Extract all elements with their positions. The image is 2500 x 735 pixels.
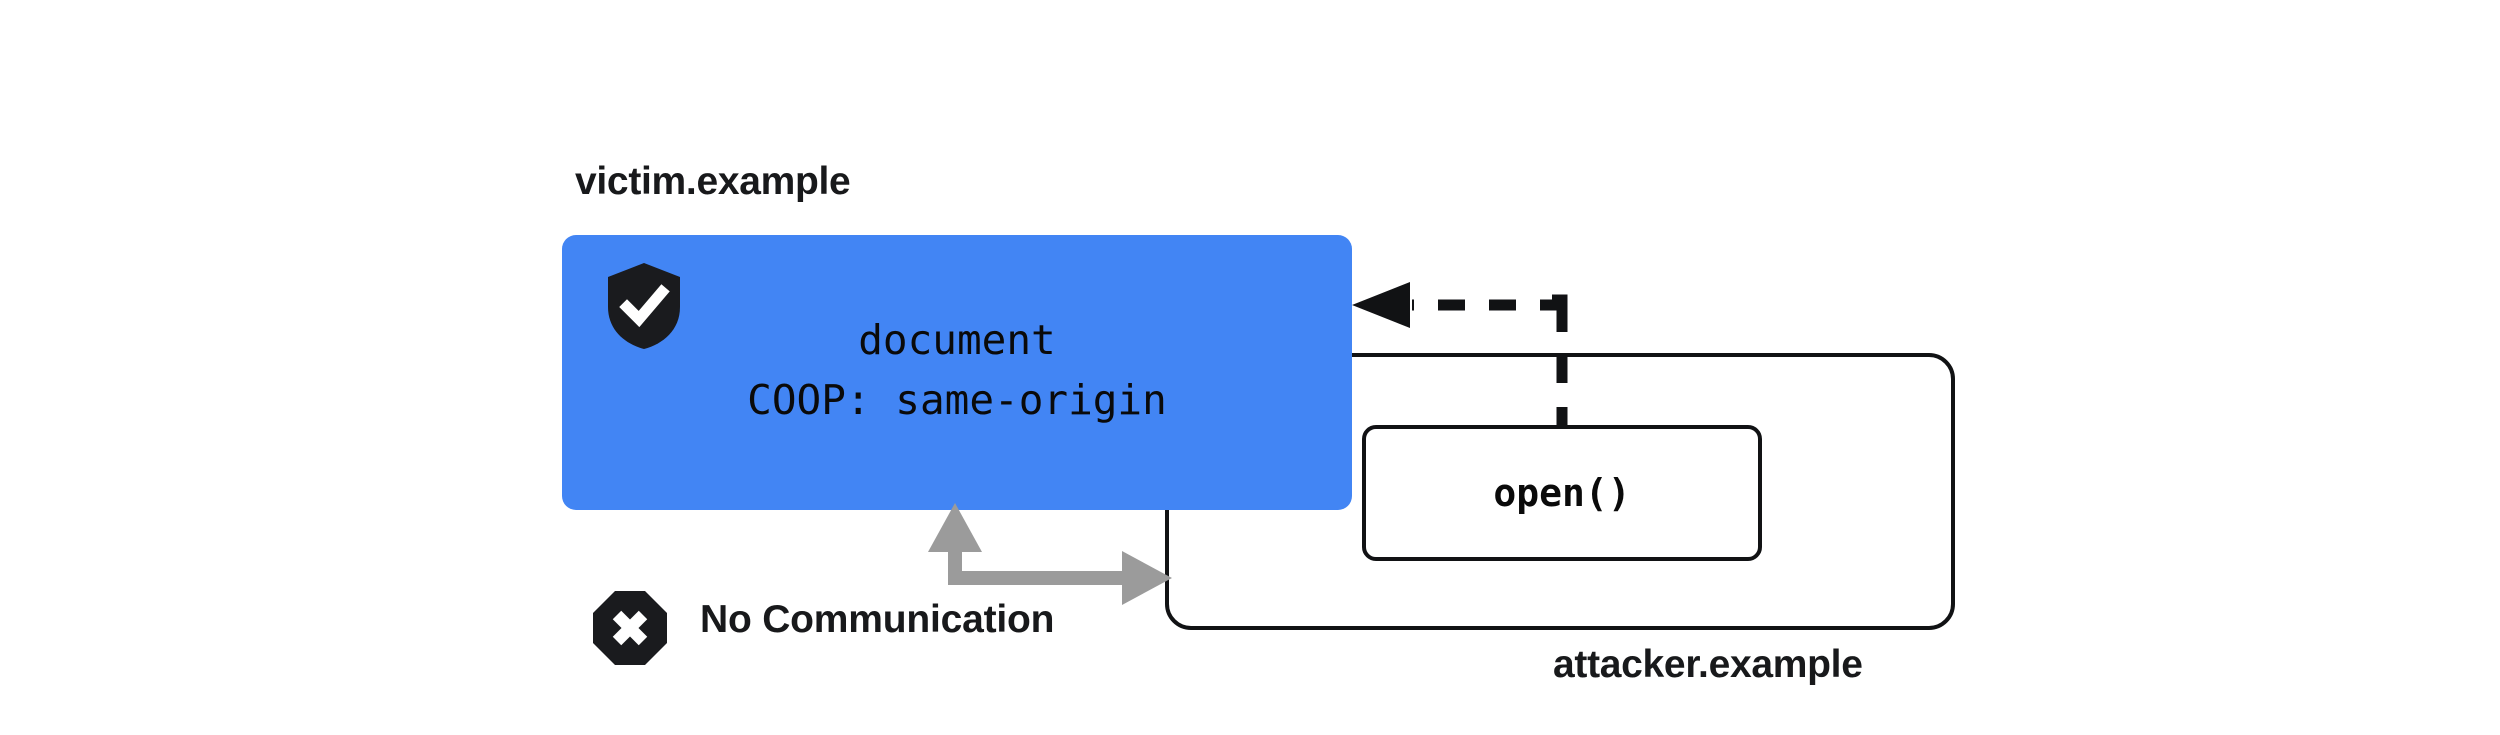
octagon-x-icon — [592, 590, 668, 666]
victim-document-text: document COOP: same-origin — [562, 310, 1352, 430]
victim-origin-panel — [562, 235, 1352, 510]
open-call-label: open() — [1493, 471, 1631, 515]
shield-check-icon — [606, 262, 682, 350]
no-communication-label: No Communication — [700, 598, 1055, 641]
gray-elbow-double-arrow-icon — [928, 503, 1172, 605]
attacker-origin-label: attacker.example — [1553, 643, 1863, 686]
document-line: document — [858, 316, 1056, 364]
open-call-box: open() — [1362, 425, 1762, 561]
coop-header-line: COOP: same-origin — [747, 376, 1167, 424]
victim-origin-label: victim.example — [575, 160, 851, 203]
